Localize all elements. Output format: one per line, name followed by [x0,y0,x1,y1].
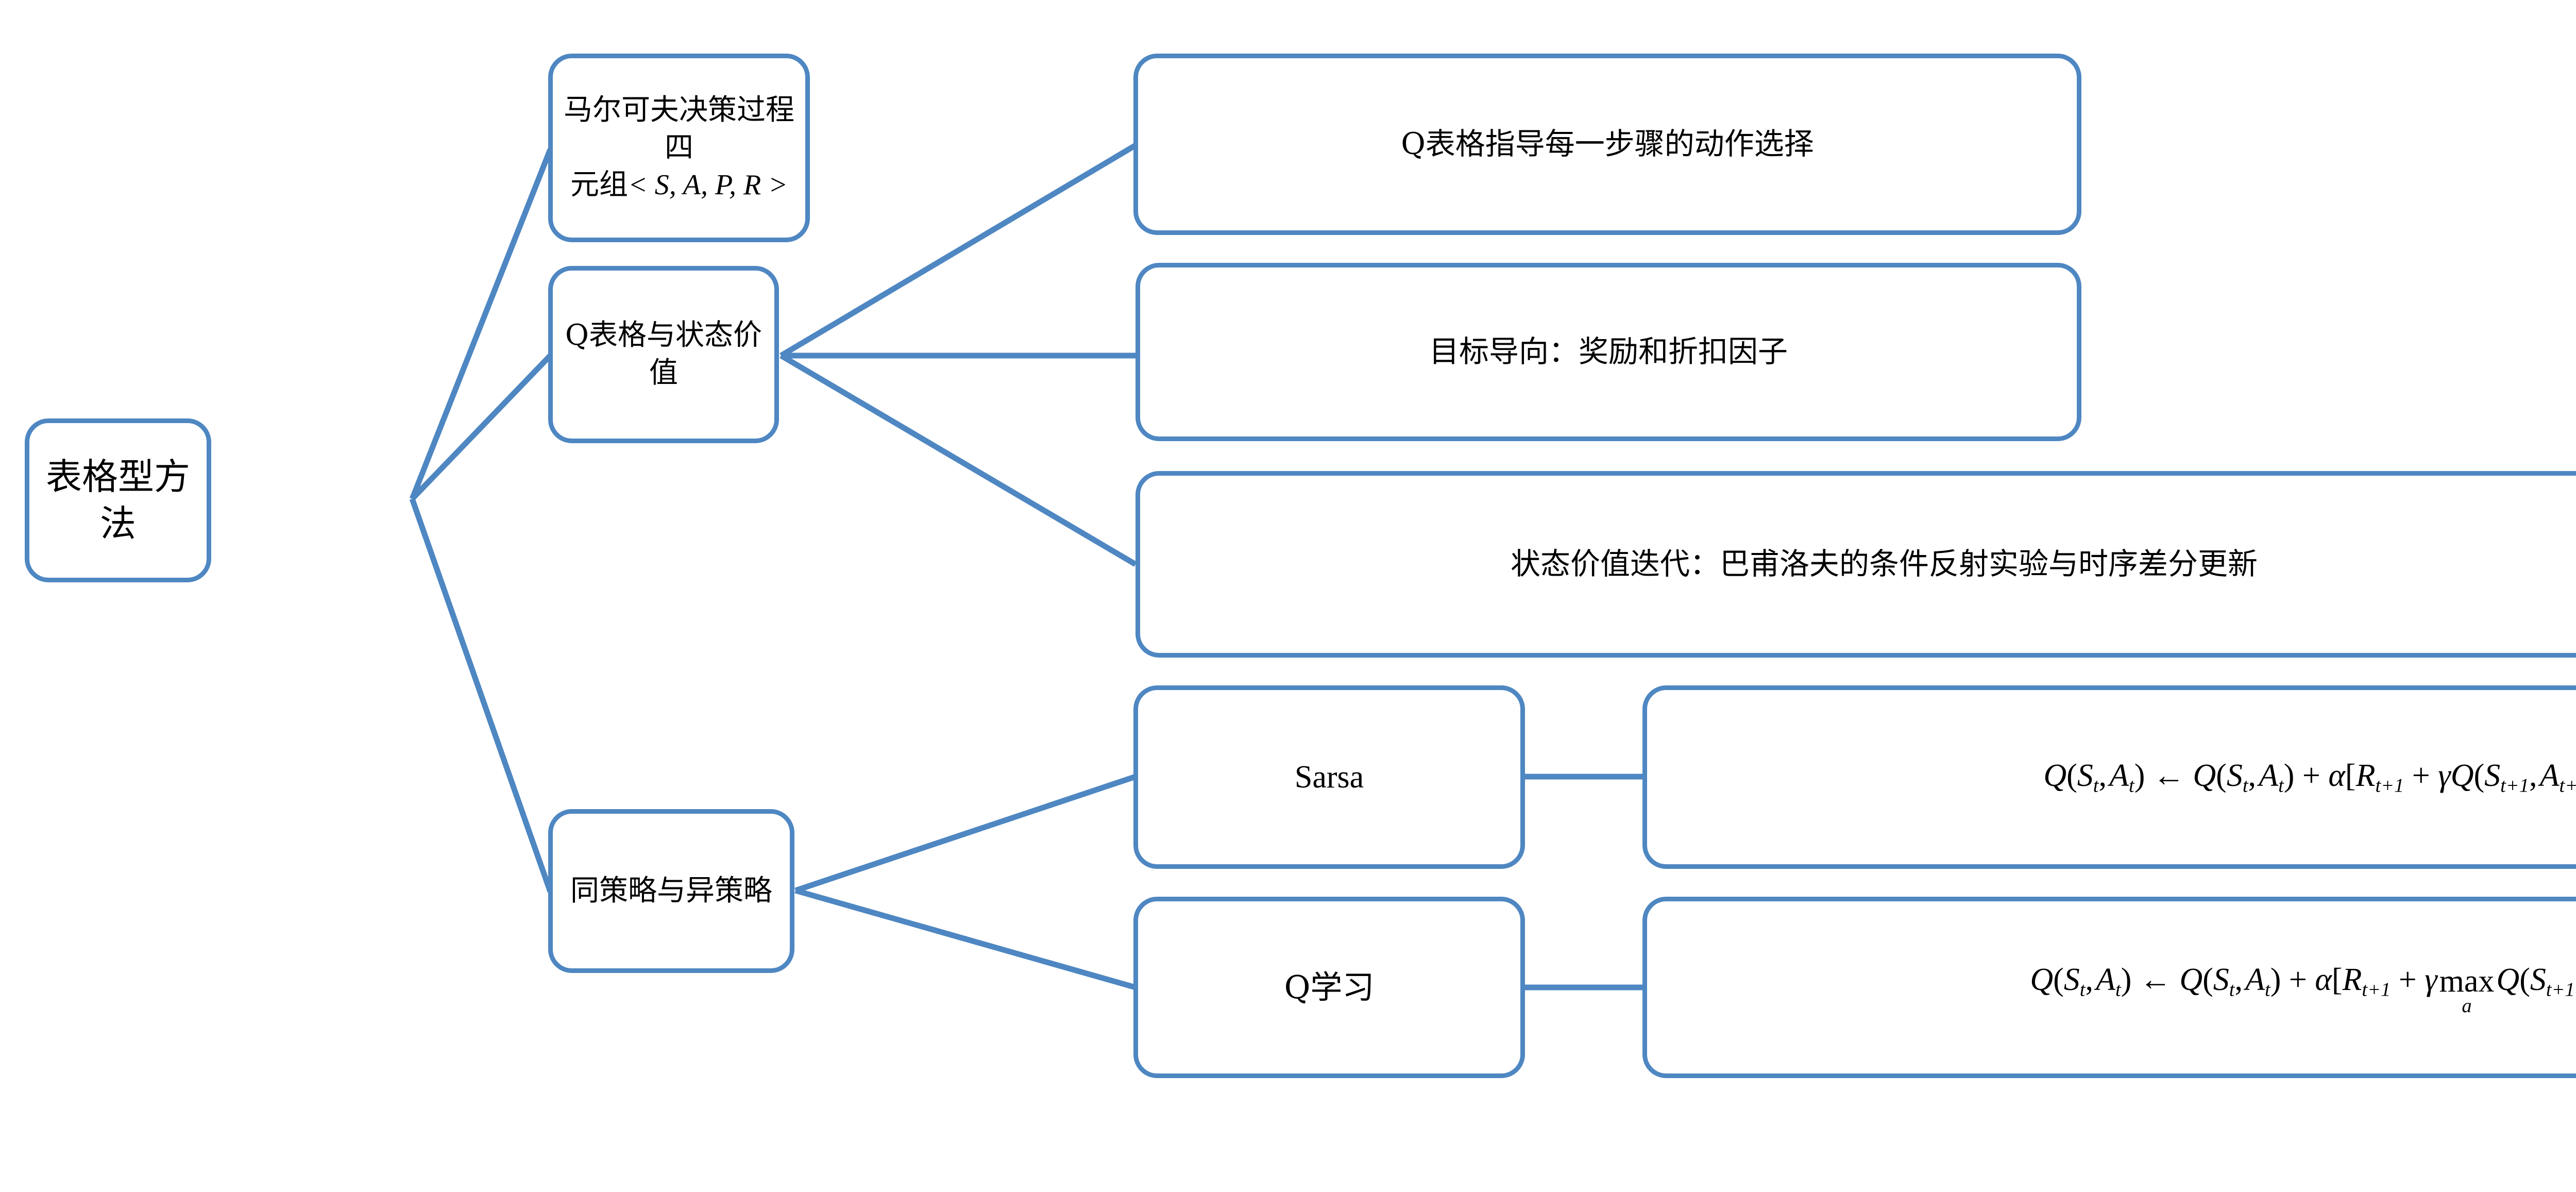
node-qtable[interactable]: Q表格与状态价值 [548,266,779,443]
node-qlearning[interactable]: Q学习 [1133,897,1525,1078]
node-value-iteration-label: 状态价值迭代：巴甫洛夫的条件反射实验与时序差分更新 [1510,546,2258,582]
edge-root-to-policy [409,498,553,893]
assign-arrow: ← [2153,758,2185,794]
node-goal-label: 目标导向：奖励和折扣因子 [1429,334,1788,370]
formula-qlearning-text: Q [2030,962,2054,997]
node-qlearning-label: Q学习 [1284,968,1375,1006]
edge-root-to-mdp [409,148,553,500]
edge-policy-to-qlearning [794,887,1137,990]
edge-qtable-to-valueiter [779,353,1137,567]
node-root[interactable]: 表格型方法 [25,418,211,582]
node-mdp-line1: 马尔可夫决策过程四 [564,93,794,164]
node-policy-label: 同策略与异策略 [570,874,772,908]
node-qtable-label: Q表格与状态价值 [565,318,762,390]
node-mdp-line2-math: < S, A, P, R > [628,169,788,202]
node-goal[interactable]: 目标导向：奖励和折扣因子 [1136,263,2081,441]
node-mdp-line2-prefix: 元组 [570,168,629,202]
node-value-iteration[interactable]: 状态价值迭代：巴甫洛夫的条件反射实验与时序差分更新 [1136,471,2576,658]
edge-qtable-to-qguide [779,143,1137,358]
edge-root-to-qtable [410,354,552,501]
node-sarsa-label: Sarsa [1294,759,1364,795]
node-sarsa[interactable]: Sarsa [1133,685,1525,869]
formula-sarsa-text: Q [2043,758,2067,794]
node-q-guide-label: Q表格指导每一步骤的动作选择 [1401,126,1814,162]
edge-policy-to-sarsa [794,774,1137,894]
node-root-label: 表格型方法 [46,456,190,545]
node-policy[interactable]: 同策略与异策略 [548,809,794,973]
paren-open: ( [2066,758,2077,794]
node-mdp[interactable]: 马尔可夫决策过程四 元组< S, A, P, R > [548,54,810,242]
node-q-guide[interactable]: Q表格指导每一步骤的动作选择 [1133,54,2081,235]
formula-sarsa: Q(St, At) ← Q(St, At) + α[Rt+1 + γQ(St+1… [2043,758,2576,797]
node-formula-sarsa[interactable]: Q(St, At) ← Q(St, At) + α[Rt+1 + γQ(St+1… [1642,685,2576,869]
